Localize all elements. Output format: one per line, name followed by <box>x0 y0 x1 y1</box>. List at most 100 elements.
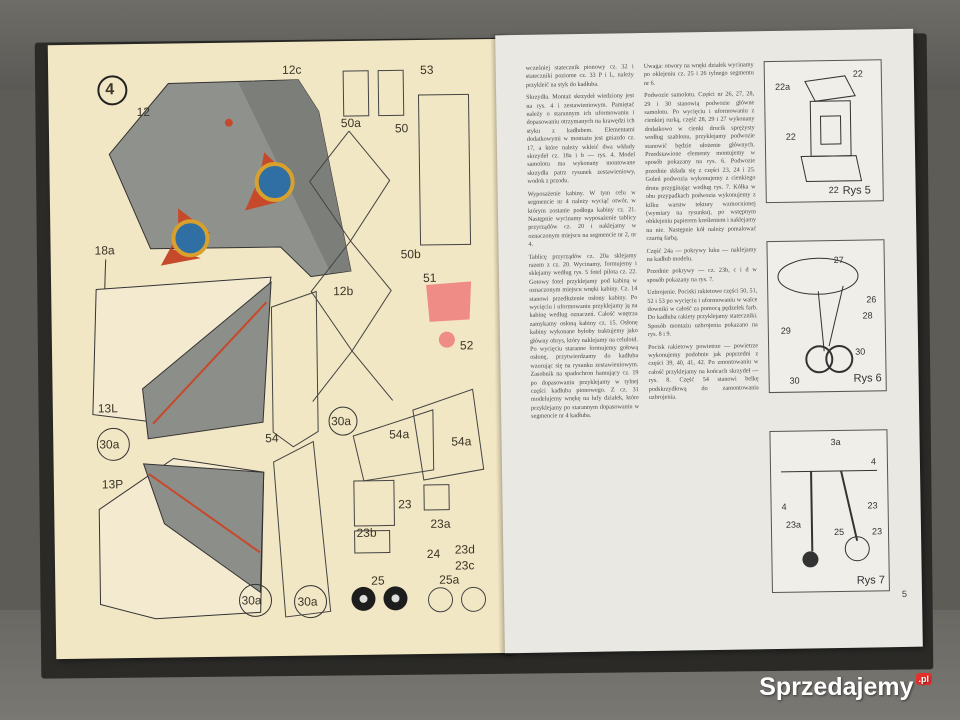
figure-label: 22 <box>828 184 839 196</box>
part-50-zigzag <box>348 130 394 401</box>
cutout-drawing <box>92 69 487 620</box>
part-label: 50b <box>400 247 421 262</box>
paragraph: Skrzydła. Montaż skrzydeł wiedziony jest… <box>526 92 636 186</box>
figure-caption: Rys 6 <box>853 372 882 385</box>
figure-label: 4 <box>870 456 877 467</box>
watermark-text: Sprzedajemy <box>759 673 914 701</box>
part-label: 23b <box>356 525 377 540</box>
figure-caption: Rys 5 <box>842 184 871 197</box>
part-25-hub-2 <box>391 594 400 603</box>
paragraph: Uwaga: otwory na wnęki działek wycinamy … <box>643 61 754 87</box>
left-page-cutout-sheet: 4 12c 53 12 50a 50 18a 50b 51 12b 52 13L… <box>47 38 513 660</box>
paragraph: Tablicę przyrządów cz. 20a sklejamy raze… <box>528 251 640 421</box>
part-label: 30a <box>241 593 262 608</box>
text-column-1: wcześniej statecznik pionowy cz. 32 i st… <box>526 63 640 425</box>
right-page-instructions: wcześniej statecznik pionowy cz. 32 i st… <box>495 28 923 654</box>
part-50-body <box>417 93 472 246</box>
part-52-pink <box>438 331 455 348</box>
part-label: 13P <box>101 477 124 492</box>
part-label: 54a <box>451 434 472 449</box>
figure-rys-7-drawing <box>781 469 878 568</box>
part-12b-outline <box>270 290 319 448</box>
text-column-2: Uwaga: otwory na wnęki działek wycinamy … <box>644 61 759 406</box>
part-label: 53 <box>420 62 434 78</box>
part-label: 25a <box>439 572 460 587</box>
part-23b-outline <box>354 529 391 554</box>
part-label: 23a <box>430 516 451 531</box>
figure-rys-6: 27 26 28 29 30 30 Rys 6 <box>766 239 887 394</box>
part-label: 24 <box>426 546 441 561</box>
figure-label: 30 <box>855 346 866 357</box>
part-label: 12c <box>282 62 302 77</box>
part-50a-fins <box>342 70 370 117</box>
part-23-outline <box>353 479 395 527</box>
paragraph: Uzbrojenie. Pociski rakietowe części 50,… <box>647 287 758 339</box>
watermark: Sprzedajemy.pl <box>759 673 932 702</box>
wing-shadow <box>238 79 351 274</box>
red-dot <box>224 118 233 127</box>
paragraph: Część 24a — pokrywy luku — naklejamy na … <box>646 245 757 263</box>
figure-label: 22 <box>785 131 796 142</box>
part-30a-circle-1 <box>96 427 130 461</box>
part-label: 12b <box>333 283 354 299</box>
insignia-roundel-1 <box>254 162 295 203</box>
part-25a-disc-1 <box>428 587 454 613</box>
part-label: 13L <box>97 401 118 416</box>
watermark-badge: .pl <box>915 673 932 685</box>
figure-label: 3a <box>830 436 841 448</box>
part-label: 50 <box>394 121 409 136</box>
paragraph: Przednie pokrywy — cz. 23b, c i d w spos… <box>646 266 757 284</box>
figure-label: 23a <box>785 519 802 530</box>
figure-label: 30 <box>789 375 800 386</box>
part-label: 30a <box>297 594 318 609</box>
stripe-13l <box>152 301 268 425</box>
part-label: 23d <box>454 542 475 557</box>
figure-label: 28 <box>862 310 873 321</box>
figure-label: 22 <box>852 68 863 79</box>
part-label: 12 <box>136 104 151 119</box>
sheet-number-circle <box>97 75 128 106</box>
part-50-zigzag-2 <box>309 130 353 402</box>
figure-label: 23 <box>867 500 878 511</box>
part-30a-circle-4 <box>294 585 328 619</box>
figure-label: 25 <box>833 526 845 538</box>
part-25-hub-1 <box>359 594 368 603</box>
part-54-outline <box>273 440 332 618</box>
paragraph: Pocisk rakietowy powietrze — powietrze w… <box>648 341 759 401</box>
part-label: 30a <box>99 437 120 452</box>
part-label: 50a <box>340 115 361 131</box>
panel-13p-grey <box>142 463 265 594</box>
paragraph: Wyposażenie kabiny. W tym celu w segmenc… <box>527 188 637 248</box>
part-25a-disc-2 <box>461 586 487 612</box>
figure-rys-7: 3a 4 4 23 23a 25 23 Rys 7 <box>769 429 890 594</box>
part-23a-outline <box>423 484 450 511</box>
stripe-13p <box>148 473 261 554</box>
part-label: 54 <box>265 431 279 446</box>
part-label: 25 <box>371 573 385 588</box>
part-label: 30a <box>330 414 352 429</box>
part-label: 51 <box>422 270 437 285</box>
page-number: 5 <box>901 588 908 599</box>
paragraph: Podwozie samolotu. Części nr 26, 27, 28,… <box>644 90 757 243</box>
paragraph: wcześniej statecznik pionowy cz. 32 i st… <box>525 63 634 89</box>
part-50a-fins-2 <box>377 69 405 117</box>
part-label: 52 <box>459 338 474 353</box>
part-51-pink <box>426 281 472 322</box>
part-54a-outline-1 <box>352 409 435 482</box>
figure-label: 26 <box>866 294 877 305</box>
figure-rys-5: 22a 22 22 22 Rys 5 <box>763 59 884 204</box>
figure-label: 22a <box>774 81 791 92</box>
part-label: 54a <box>389 427 410 442</box>
figure-rys-6-drawing <box>777 257 859 374</box>
figure-label: 4 <box>781 501 787 512</box>
sheet-number: 4 <box>105 81 115 99</box>
part-30a-circle-2 <box>328 406 358 436</box>
part-label: 23 <box>398 497 412 512</box>
part-30a-circle-3 <box>239 583 273 617</box>
insignia-roundel-2 <box>171 219 210 258</box>
part-54a-outline-2 <box>412 388 485 481</box>
figure-label: 27 <box>833 254 844 266</box>
part-label: 18a <box>94 243 115 258</box>
figure-caption: Rys 7 <box>856 574 885 587</box>
figure-rys-5-drawing <box>800 75 863 182</box>
